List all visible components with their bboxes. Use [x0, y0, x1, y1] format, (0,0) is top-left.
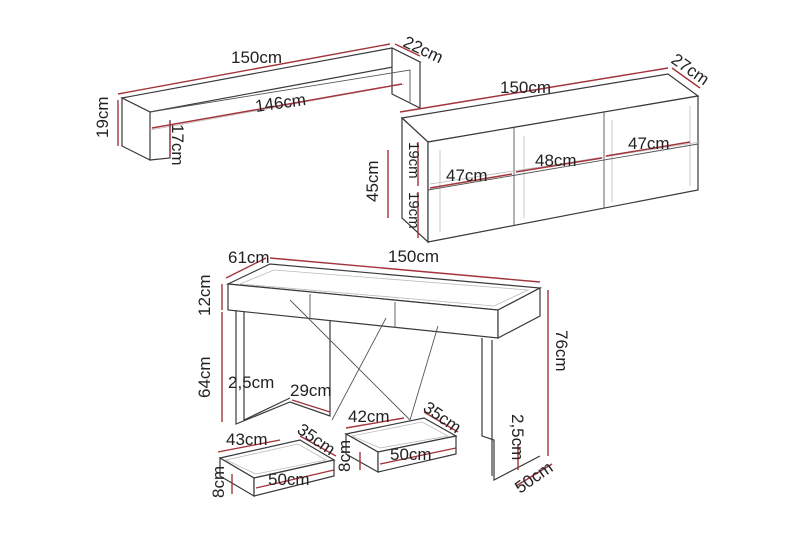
drawer-right-width-label: 42cm — [348, 407, 390, 426]
drawer-left-width-dim-line — [217, 439, 281, 453]
drawer-left-length-label: 50cm — [268, 470, 310, 489]
shelf-inner-height-label: 17cm — [168, 124, 187, 166]
desk-width-label: 150cm — [388, 247, 439, 266]
cabinet-depth-dim-line — [671, 67, 701, 89]
desk-foot-length-dim-line — [291, 399, 331, 413]
drawer-left-height-label: 8cm — [209, 466, 228, 498]
desk-leg-height-label: 64cm — [195, 356, 214, 398]
desk-top-height-label: 12cm — [195, 274, 214, 316]
shelf-width-label: 150cm — [231, 48, 282, 67]
drawer-right-length-dim-line — [379, 447, 457, 465]
drawer-left-width-label: 43cm — [226, 430, 268, 449]
desk-total-height-label: 76cm — [552, 330, 571, 372]
desk-drawing — [221, 257, 553, 487]
drawer-right-height-label: 8cm — [335, 440, 354, 472]
cabinet-compartment-3-dim-line — [605, 141, 691, 157]
drawer-right-drawing — [344, 411, 459, 474]
cabinet-compartment-1-dim-line — [429, 173, 513, 189]
shelf-inner-width-dim-line — [151, 83, 403, 129]
desk-leg-width-label: 2,5cm — [508, 414, 527, 460]
desk-depth-label: 61cm — [228, 248, 270, 267]
drawer-right-length-label: 50cm — [390, 445, 432, 464]
desk-foot-length-label: 29cm — [290, 381, 332, 400]
cabinet-width-dim-line — [399, 67, 669, 113]
drawer-left-drawing — [217, 435, 337, 498]
cabinet-upper-height-label: 19cm — [405, 142, 422, 179]
cabinet-drawing — [387, 67, 701, 244]
drawer-left-depth-dim-line — [299, 435, 337, 457]
cabinet-compartment-2-dim-line — [515, 157, 603, 173]
cabinet-compartment-1-label: 47cm — [446, 166, 488, 185]
drawer-right-width-dim-line — [345, 417, 405, 429]
cabinet-width-label: 150cm — [500, 78, 551, 97]
shelf-depth-dim-line — [394, 43, 421, 57]
desk-leg-depth-dim-line — [515, 463, 553, 487]
cabinet-compartment-2-label: 48cm — [535, 151, 577, 170]
drawer-left-length-dim-line — [255, 469, 335, 489]
cabinet-lower-height-label: 19cm — [405, 192, 422, 229]
shelf-height-label: 19cm — [93, 96, 112, 138]
drawer-right-depth-dim-line — [423, 411, 459, 433]
desk-width-dim-line — [269, 257, 541, 283]
shelf-drawing — [117, 43, 422, 161]
cabinet-height-label: 45cm — [363, 160, 382, 202]
desk-depth-dim-line — [225, 257, 267, 279]
desk-leg-thickness-label: 2,5cm — [228, 373, 274, 392]
shelf-width-dim-line — [117, 43, 391, 95]
cabinet-compartment-3-label: 47cm — [628, 134, 670, 153]
